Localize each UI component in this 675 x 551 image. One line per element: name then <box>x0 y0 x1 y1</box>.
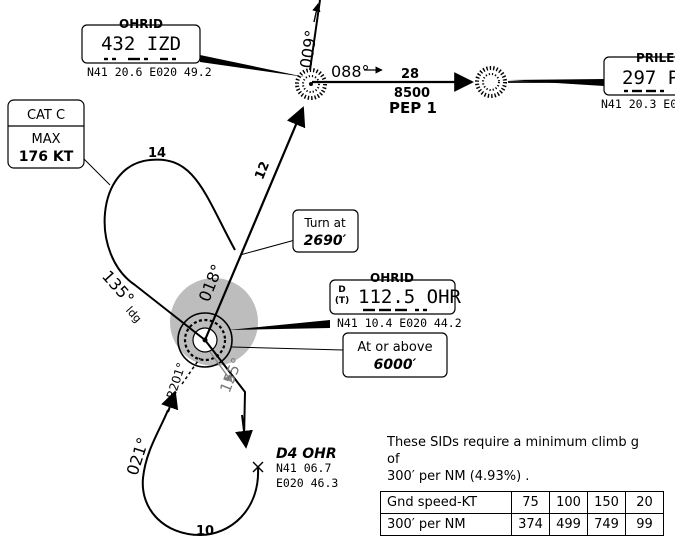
southern-loop-track <box>141 409 260 537</box>
sid-name: PEP 1 <box>389 99 437 117</box>
rate-row-header: 300′ per NM <box>380 513 512 536</box>
prilep-ident: 297 P <box>622 67 675 89</box>
course-135: 135° <box>98 267 138 308</box>
at-or-above-label: At or above <box>357 340 432 355</box>
ohr-dme-t: (T) <box>335 296 349 306</box>
d4ohr-lat: N41 06.7 <box>276 461 331 475</box>
climb-rate-table: Gnd speed-KT 75 100 150 20 300′ per NM 3… <box>380 491 664 536</box>
climb-note-line2: of <box>387 452 400 467</box>
gnd-speed-header: Gnd speed-KT <box>380 491 512 514</box>
ohr-vor-name: OHRID <box>370 271 414 285</box>
d4ohr-fix-symbol <box>252 461 264 473</box>
climb-note-line1: These SIDs require a minimum climb g <box>387 435 640 450</box>
speed-cell: 100 <box>549 491 588 514</box>
ohr-vor-coords: N41 10.4 E020 44.2 <box>337 316 462 330</box>
ndb-prilep-route-symbol <box>475 66 507 98</box>
at-or-above-box <box>342 332 448 378</box>
leader-izd <box>200 55 305 77</box>
arrow-to-d4ohr <box>235 414 253 449</box>
speed-cell: 150 <box>587 491 626 514</box>
leader-ohr-vor <box>228 320 330 330</box>
turn-at-alt: 2690′ <box>304 233 347 249</box>
leader-at-or-above <box>231 346 344 351</box>
climb-gradient-note: These SIDs require a minimum climb g of … <box>387 434 675 485</box>
rate-cell: 749 <box>587 513 626 536</box>
climb-note-line3: 300′ per NM (4.93%) . <box>387 469 530 484</box>
max-label: MAX <box>31 132 60 147</box>
cat-c-label: CAT C <box>27 108 65 123</box>
prilep-coords: N41 20.3 E021 <box>601 97 675 111</box>
leader-turn-at <box>239 239 296 256</box>
radial-201: R201° <box>164 361 189 401</box>
altitude-8500: 8500 <box>394 86 430 101</box>
table-row: 300′ per NM 374 499 749 99 <box>380 513 664 536</box>
max-speed: 176 KT <box>19 149 74 165</box>
arrow-r201 <box>161 390 179 413</box>
izd-coords: N41 20.6 E020 49.2 <box>87 65 212 79</box>
speed-cell: 75 <box>511 491 550 514</box>
cat-c-box <box>7 99 85 169</box>
prilep-box <box>603 56 675 96</box>
ldg-label: ldg <box>123 304 144 325</box>
departure-loop-track <box>103 158 247 441</box>
ohr-dme-d: D <box>338 285 345 295</box>
r201-radial <box>181 357 201 385</box>
leg-018-to-izd <box>203 106 306 341</box>
izd-box <box>81 24 201 64</box>
arrow-009 <box>312 3 321 23</box>
ohr-vor-box <box>329 279 456 315</box>
table-row: Gnd speed-KT 75 100 150 20 <box>380 491 664 514</box>
course-009: 009° <box>296 29 321 70</box>
distance-10: 10 <box>196 524 214 539</box>
rate-cell: 499 <box>549 513 588 536</box>
leader-cat-c <box>81 156 111 186</box>
course-088: 088° <box>331 62 370 81</box>
ohr-vor-ident: 112.5 OHR <box>358 286 462 308</box>
izd-name: OHRID <box>119 17 163 31</box>
distance-28: 28 <box>401 67 419 82</box>
d4ohr-lon: E020 46.3 <box>276 476 338 490</box>
turn-at-label: Turn at <box>303 216 346 230</box>
rate-cell: 99 <box>625 513 664 536</box>
izd-ident: 432 IZD <box>101 33 181 55</box>
min-alt: 6000′ <box>374 357 417 373</box>
vor-shaded-area <box>170 278 258 366</box>
prilep-name: PRILEP <box>636 51 675 65</box>
ndb-izd-symbol <box>295 68 327 100</box>
leader-prilep <box>508 79 604 86</box>
d4ohr-name: D4 OHR <box>276 446 337 462</box>
speed-cell: 20 <box>625 491 664 514</box>
rate-cell: 374 <box>511 513 550 536</box>
distance-12: 12 <box>252 159 273 181</box>
arrow-155 <box>209 351 233 383</box>
distance-14: 14 <box>148 146 166 161</box>
turn-at-box <box>292 209 359 253</box>
